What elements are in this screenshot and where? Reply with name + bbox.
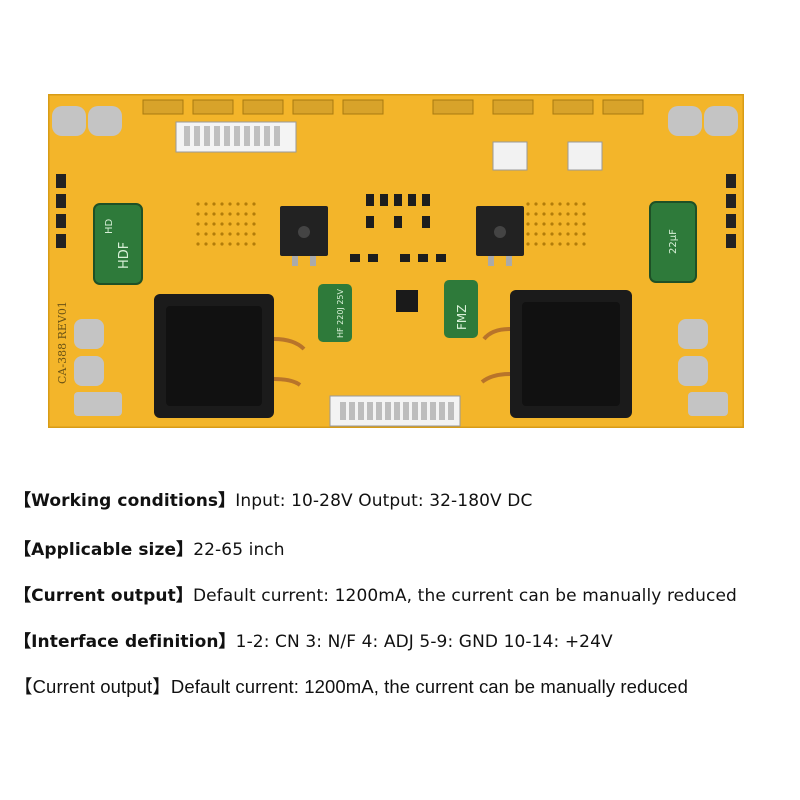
control-ic <box>396 290 418 312</box>
spec-applicable-size: 【Applicable size】22-65 inch <box>14 535 285 560</box>
spec-value: Default current: 1200mA, the current can… <box>192 586 737 606</box>
via-field-left <box>196 202 256 246</box>
mosfet-right <box>476 206 524 266</box>
board-substrate <box>48 94 744 428</box>
spec-value: 22-65 inch <box>193 540 285 560</box>
spec-value: Default current: 1200mA, the current can… <box>170 676 688 697</box>
spec-value: Input: 10-28V Output: 32-180V DC <box>235 491 533 511</box>
capacitor-left: HDF HD <box>93 203 143 285</box>
spec-value: 1-2: CN 3: N/F 4: ADJ 5-9: GND 10-14: +2… <box>235 632 613 652</box>
spec-label: 【Current output】 <box>14 586 193 606</box>
spec-label: 【Interface definition】 <box>14 632 236 652</box>
mounting-pads <box>52 106 738 416</box>
cap-left-label: HDF <box>117 242 132 269</box>
pcb-photo: HDF HD 22μF HF 220J 25V FMZ <box>48 94 744 428</box>
capacitor-center-left: HF 220J 25V <box>318 284 352 342</box>
spec-label: 【Working conditions】 <box>14 491 236 511</box>
cap-center-left-label: HF 220J 25V <box>336 288 345 338</box>
spec-working-conditions: 【Working conditions】Input: 10-28V Output… <box>14 486 532 511</box>
top-connector <box>175 121 297 153</box>
silkscreen-model: CA-388 REV01 <box>56 301 69 384</box>
edge-pads-top <box>142 99 644 115</box>
capacitor-center-right: FMZ <box>444 280 478 338</box>
mosfet-left <box>280 206 328 266</box>
spec-current-output-2: 【Current output】Default current: 1200mA,… <box>14 673 688 699</box>
connector-small-1 <box>492 141 528 171</box>
connector-small-2 <box>567 141 603 171</box>
cap-center-right-label: FMZ <box>455 305 469 330</box>
side-smd-left <box>56 174 66 248</box>
cap-right-label: 22μF <box>668 229 679 254</box>
capacitor-right: 22μF <box>649 201 697 283</box>
cap-left-label-2: HD <box>104 218 115 234</box>
transformer-right <box>480 290 632 418</box>
spec-interface-definition: 【Interface definition】1-2: CN 3: N/F 4: … <box>14 627 613 652</box>
spec-current-output: 【Current output】Default current: 1200mA,… <box>14 581 737 606</box>
smd-resistors <box>350 194 446 262</box>
via-field-right <box>526 202 586 246</box>
pcb-board: HDF HD 22μF HF 220J 25V FMZ <box>48 94 744 428</box>
spec-label: 【Applicable size】 <box>14 540 194 560</box>
transformer-left <box>154 294 306 418</box>
spec-label: 【Current output】 <box>14 676 171 697</box>
side-smd-right <box>726 174 736 248</box>
bottom-connector <box>329 395 461 427</box>
